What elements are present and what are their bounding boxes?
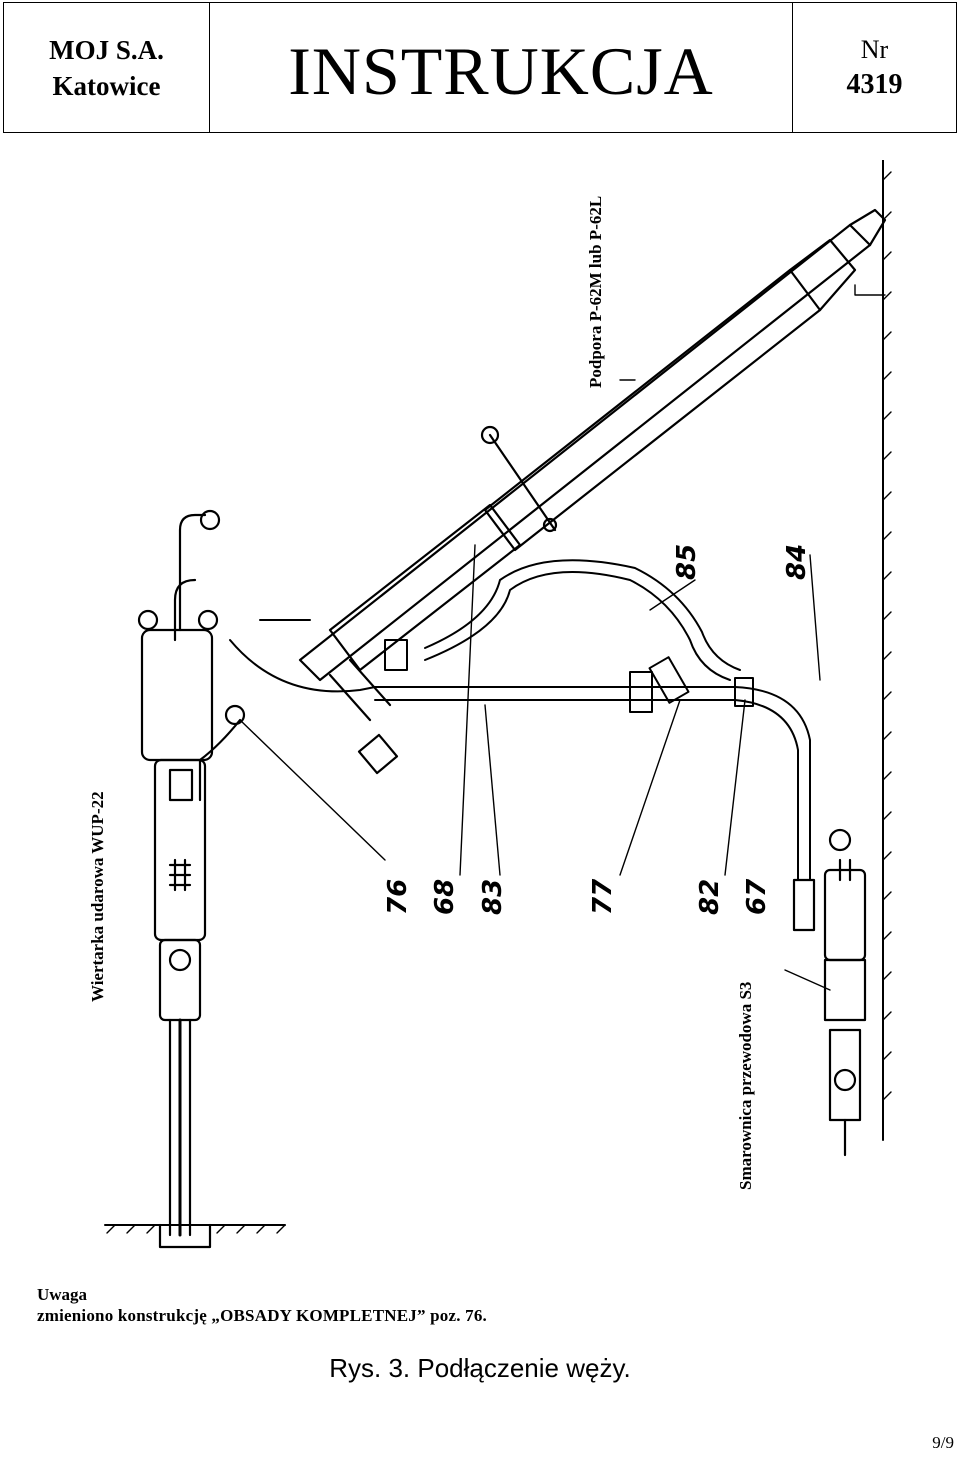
document-title: INSTRUKCJA bbox=[288, 32, 714, 109]
hoses bbox=[229, 559, 811, 881]
page-number: 9/9 bbox=[932, 1433, 954, 1452]
title-cell: INSTRUKCJA bbox=[210, 3, 793, 132]
number-cell: Nr 4319 bbox=[793, 3, 956, 132]
callout-leaders bbox=[239, 544, 831, 991]
number-label: Nr bbox=[860, 34, 889, 64]
callout-68: 68 bbox=[430, 878, 460, 915]
label-lubricator: Smarownica przewodowa S3 bbox=[736, 981, 755, 1190]
callout-76: 76 bbox=[383, 878, 413, 915]
note-text: zmieniono konstrukcję „OBSADY KOMPLETNEJ… bbox=[37, 1306, 487, 1325]
callout-85: 85 bbox=[672, 543, 702, 580]
document-number: 4319 bbox=[846, 68, 903, 100]
callout-84: 84 bbox=[782, 543, 812, 580]
callout-67: 67 bbox=[742, 878, 772, 915]
figure-caption: Rys. 3. Podłączenie węży. bbox=[329, 1353, 631, 1383]
drill-assembly bbox=[137, 509, 246, 1237]
technical-drawing: 76 68 83 77 82 67 85 84 Wiertarka udarow… bbox=[30, 160, 900, 1270]
company-cell: MOJ S.A. Katowice bbox=[4, 3, 210, 132]
callout-82: 82 bbox=[695, 878, 725, 915]
label-drill: Wiertarka udarowa WUP-22 bbox=[88, 791, 107, 1002]
wall-hatching bbox=[882, 171, 892, 1101]
document-header: MOJ S.A. Katowice INSTRUKCJA Nr 4319 bbox=[3, 2, 957, 133]
callout-77: 77 bbox=[588, 878, 618, 915]
pneumatic-support bbox=[298, 208, 887, 775]
note-block: Uwaga zmieniono konstrukcję „OBSADY KOMP… bbox=[37, 1284, 487, 1326]
label-support: Podpora P-62M lub P-62L bbox=[586, 195, 605, 388]
hose-connection-diagram bbox=[104, 160, 892, 1249]
lubricator-assembly bbox=[792, 828, 867, 1157]
note-heading: Uwaga bbox=[37, 1285, 88, 1304]
callout-83: 83 bbox=[478, 878, 508, 915]
company-name: MOJ S.A. bbox=[49, 34, 164, 65]
company-city: Katowice bbox=[52, 70, 161, 101]
